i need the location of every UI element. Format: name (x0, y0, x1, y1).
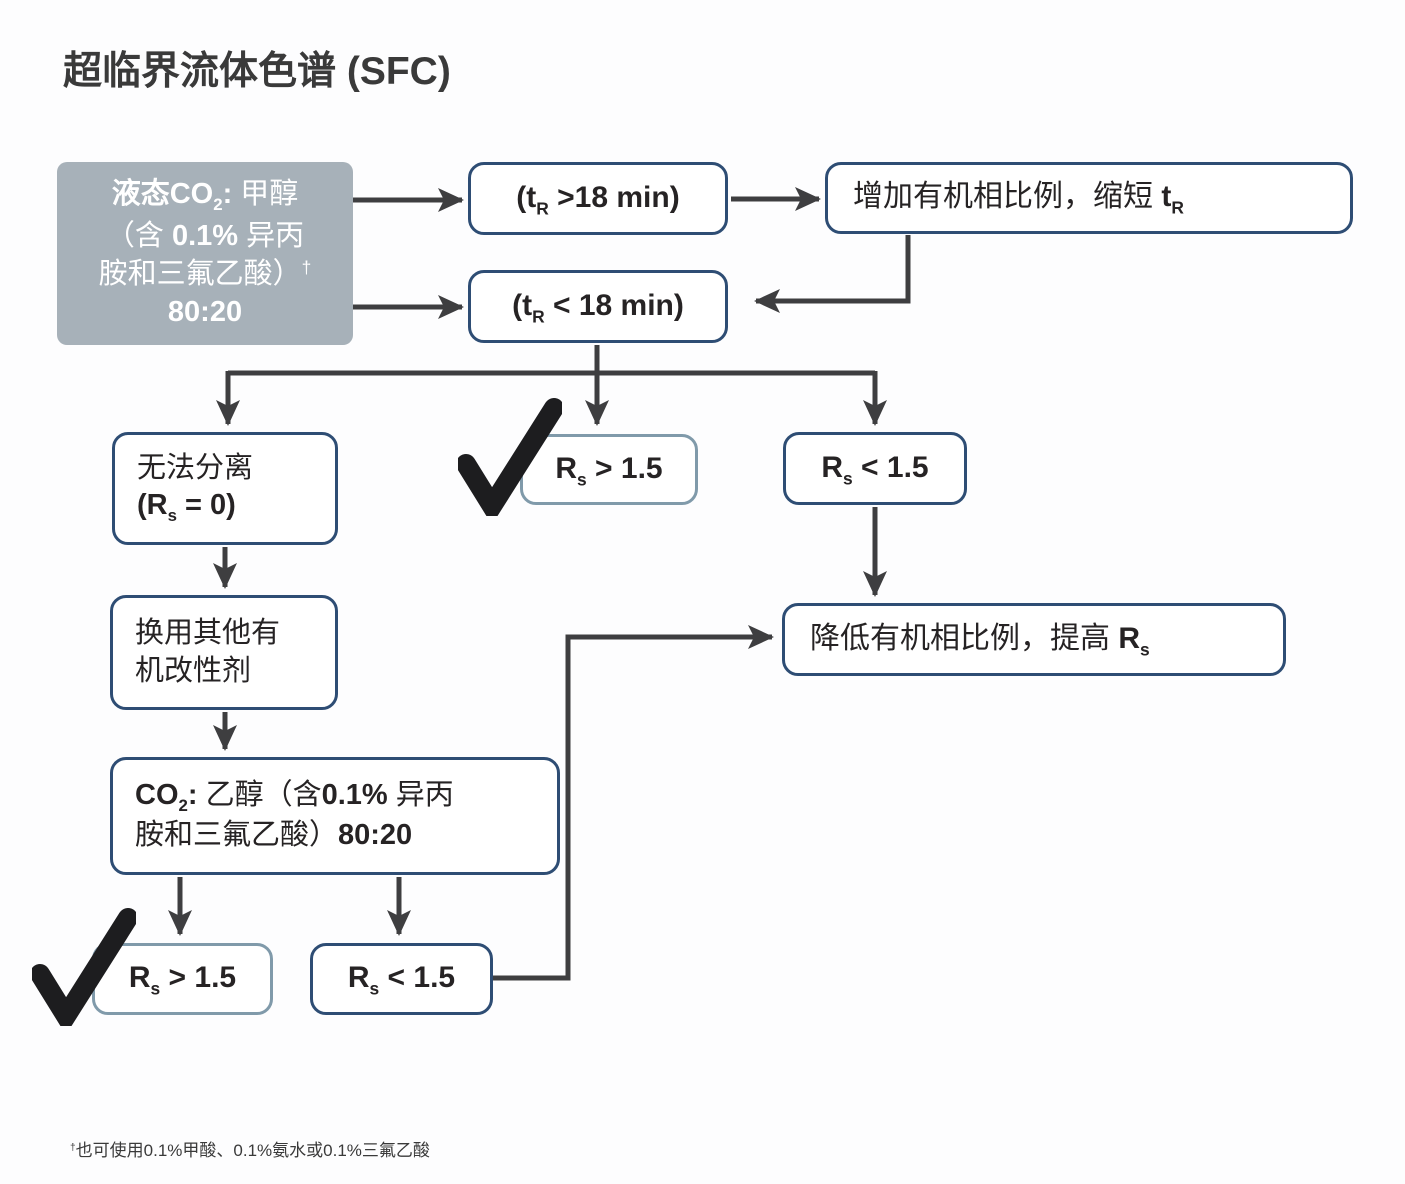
node-line: 胺和三氟乙酸）† (98, 257, 312, 290)
node-no-separation: 无法分离 (Rs = 0) (112, 432, 338, 545)
dagger-mark: † (70, 1142, 76, 1154)
node-decrease-organic: 降低有机相比例，提高 Rs (782, 603, 1286, 676)
node-text: Rs > 1.5 (555, 451, 663, 489)
checkmark-icon (32, 908, 136, 1026)
node-text: 增加有机相比例，缩短 tR (853, 180, 1184, 218)
footnote: †也可使用0.1%甲酸、0.1%氨水或0.1%三氟乙酸 (70, 1141, 430, 1160)
node-text: Rs < 1.5 (347, 961, 456, 999)
node-change-modifier: 换用其他有 机改性剂 (110, 595, 338, 710)
node-line: 80:20 (167, 296, 243, 329)
checkmark-icon (458, 398, 562, 516)
node-text: 无法分离 (Rs = 0) (137, 451, 254, 526)
node-text: 换用其他有 机改性剂 (135, 616, 281, 687)
node-text: Rs < 1.5 (821, 450, 929, 488)
node-rs-lt-1_5-right: Rs < 1.5 (783, 432, 967, 505)
node-text: 降低有机相比例，提高 Rs (810, 621, 1150, 659)
node-rs-gt-1_5-bottom: Rs > 1.5 (92, 943, 273, 1015)
page-title: 超临界流体色谱 (SFC) (63, 50, 451, 93)
node-text: Rs > 1.5 (128, 961, 237, 999)
node-tr-lt-18min: (tR < 18 min) (468, 270, 728, 343)
node-rs-gt-1_5-mid: Rs > 1.5 (520, 434, 698, 505)
node-co2-ethanol: CO2: 乙醇（含0.1% 异丙 胺和三氟乙酸）80:20 (110, 757, 560, 875)
node-rs-lt-1_5-bottom: Rs < 1.5 (310, 943, 493, 1015)
node-tr-gt-18min: (tR >18 min) (468, 162, 728, 235)
node-text: (tR >18 min) (516, 180, 680, 218)
node-source-co2-methanol: 液态CO2: 甲醇 （含 0.1% 异丙 胺和三氟乙酸）† 80:20 (57, 162, 353, 345)
dagger-mark: † (301, 257, 312, 278)
node-text: (tR < 18 min) (512, 288, 684, 326)
node-text: CO2: 乙醇（含0.1% 异丙 胺和三氟乙酸）80:20 (135, 779, 454, 852)
node-line: 液态CO2: 甲醇 (111, 178, 299, 215)
node-increase-organic: 增加有机相比例，缩短 tR (825, 162, 1353, 234)
node-line: （含 0.1% 异丙 (105, 219, 305, 252)
